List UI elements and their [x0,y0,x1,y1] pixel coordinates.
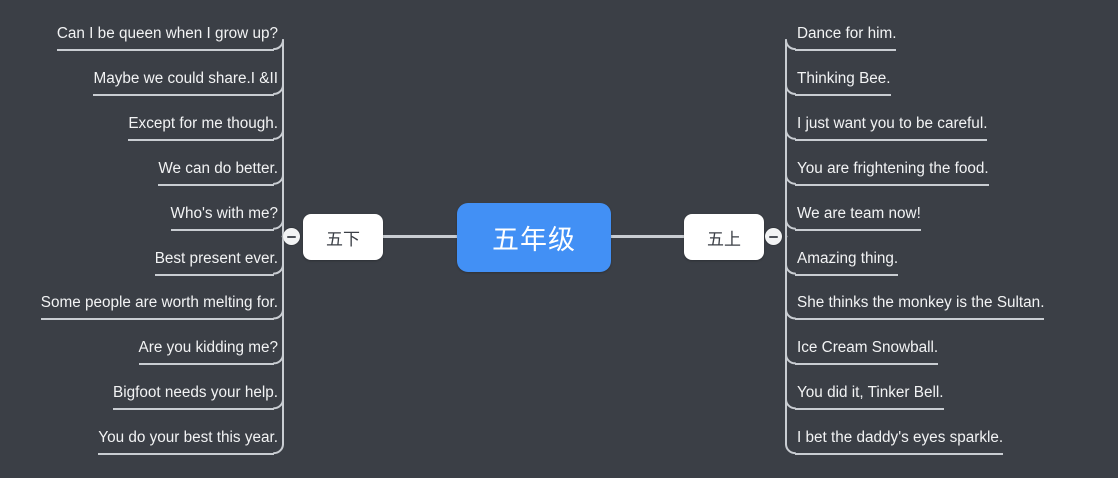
leaf-node-label: Ice Cream Snowball. [797,339,939,357]
leaf-underline-right-10 [795,453,1004,456]
leaf-node-left-9[interactable]: Bigfoot needs your help. [113,379,278,407]
leaf-underline-right-7 [795,318,1045,321]
leaf-node-label: Best present ever. [154,249,278,267]
leaf-node-label: Maybe we could share.I &II [93,69,278,87]
elbow-right-9 [785,398,796,410]
leaf-underline-left-1 [56,49,274,51]
collapse-toggle-left[interactable] [283,228,300,245]
leaf-underline-left-9 [113,408,274,411]
leaf-underline-right-2 [795,93,891,96]
leaf-node-left-1[interactable]: Can I be queen when I grow up? [57,20,278,48]
leaf-node-left-6[interactable]: Best present ever. [155,245,278,273]
leaf-underline-right-4 [795,183,989,186]
elbow-right-8 [785,353,796,365]
leaf-node-label: Who's with me? [170,204,278,222]
leaf-node-right-2[interactable]: Thinking Bee. [797,65,891,93]
leaf-underline-left-7 [40,318,274,321]
leaf-underline-left-10 [98,453,274,456]
leaf-node-left-8[interactable]: Are you kidding me? [139,334,278,362]
elbow-right-5 [785,218,796,230]
leaf-underline-left-3 [128,138,274,141]
leaf-node-label: You are frightening the food. [797,159,989,177]
leaf-node-right-9[interactable]: You did it, Tinker Bell. [797,379,944,407]
leaf-node-label: Some people are worth melting for. [40,294,278,312]
leaf-node-left-10[interactable]: You do your best this year. [98,424,278,452]
leaf-node-right-4[interactable]: You are frightening the food. [797,155,989,183]
trunk-line-left [383,235,459,238]
leaf-node-left-5[interactable]: Who's with me? [171,200,278,228]
leaf-underline-right-6 [795,273,899,276]
leaf-underline-left-5 [170,228,274,231]
elbow-right-10 [785,443,796,455]
leaf-underline-right-9 [795,408,944,411]
leaf-node-label: Bigfoot needs your help. [113,384,278,402]
leaf-node-left-7[interactable]: Some people are worth melting for. [41,289,278,317]
leaf-node-right-7[interactable]: She thinks the monkey is the Sultan. [797,289,1044,317]
leaf-node-label: I bet the daddy's eyes sparkle. [797,429,1004,447]
leaf-node-right-5[interactable]: We are team now! [797,200,921,228]
leaf-node-right-1[interactable]: Dance for him. [797,20,896,48]
elbow-right-1 [785,39,796,50]
leaf-node-right-3[interactable]: I just want you to be careful. [797,110,987,138]
leaf-node-label: Can I be queen when I grow up? [56,25,278,42]
leaf-node-right-10[interactable]: I bet the daddy's eyes sparkle. [797,424,1003,452]
leaf-underline-right-8 [795,363,939,366]
collapse-toggle-right[interactable] [765,228,782,245]
elbow-right-4 [785,173,796,185]
leaf-node-label: She thinks the monkey is the Sultan. [797,294,1045,312]
leaf-underline-right-3 [795,138,988,141]
leaf-node-label: I just want you to be careful. [797,114,988,132]
minus-icon [769,235,778,238]
leaf-underline-left-8 [138,363,274,366]
elbow-right-2 [785,83,796,95]
leaf-node-label: You did it, Tinker Bell. [797,384,944,402]
leaf-node-left-2[interactable]: Maybe we could share.I &II [93,65,278,93]
leaf-node-left-3[interactable]: Except for me though. [128,110,278,138]
branch-node-right-label: 五上 [707,229,741,249]
trunk-line-right [609,235,685,238]
leaf-underline-left-4 [158,183,274,186]
elbow-right-3 [785,128,796,140]
leaf-node-left-4[interactable]: We can do better. [158,155,278,183]
leaf-node-right-8[interactable]: Ice Cream Snowball. [797,334,938,362]
leaf-node-label: Amazing thing. [797,249,899,267]
branch-node-left[interactable]: 五下 [303,214,383,260]
root-node-label: 五年级 [492,225,576,255]
leaf-node-label: Except for me though. [128,114,278,132]
leaf-node-label: We are team now! [797,204,921,222]
leaf-node-label: Dance for him. [797,25,897,42]
elbow-right-7 [785,308,796,320]
leaf-underline-right-1 [795,49,897,51]
leaf-underline-left-2 [93,93,274,96]
leaf-node-label: You do your best this year. [98,429,278,447]
leaf-node-label: Thinking Bee. [797,69,891,87]
leaf-node-label: Are you kidding me? [138,339,278,357]
leaf-underline-right-5 [795,228,921,231]
leaf-underline-left-6 [154,273,274,276]
branch-node-right[interactable]: 五上 [684,214,764,260]
root-node[interactable]: 五年级 [457,203,611,272]
branch-node-left-label: 五下 [326,229,360,249]
elbow-right-6 [785,263,796,275]
leaf-node-label: We can do better. [158,159,278,177]
minus-icon [287,235,296,238]
leaf-node-right-6[interactable]: Amazing thing. [797,245,898,273]
